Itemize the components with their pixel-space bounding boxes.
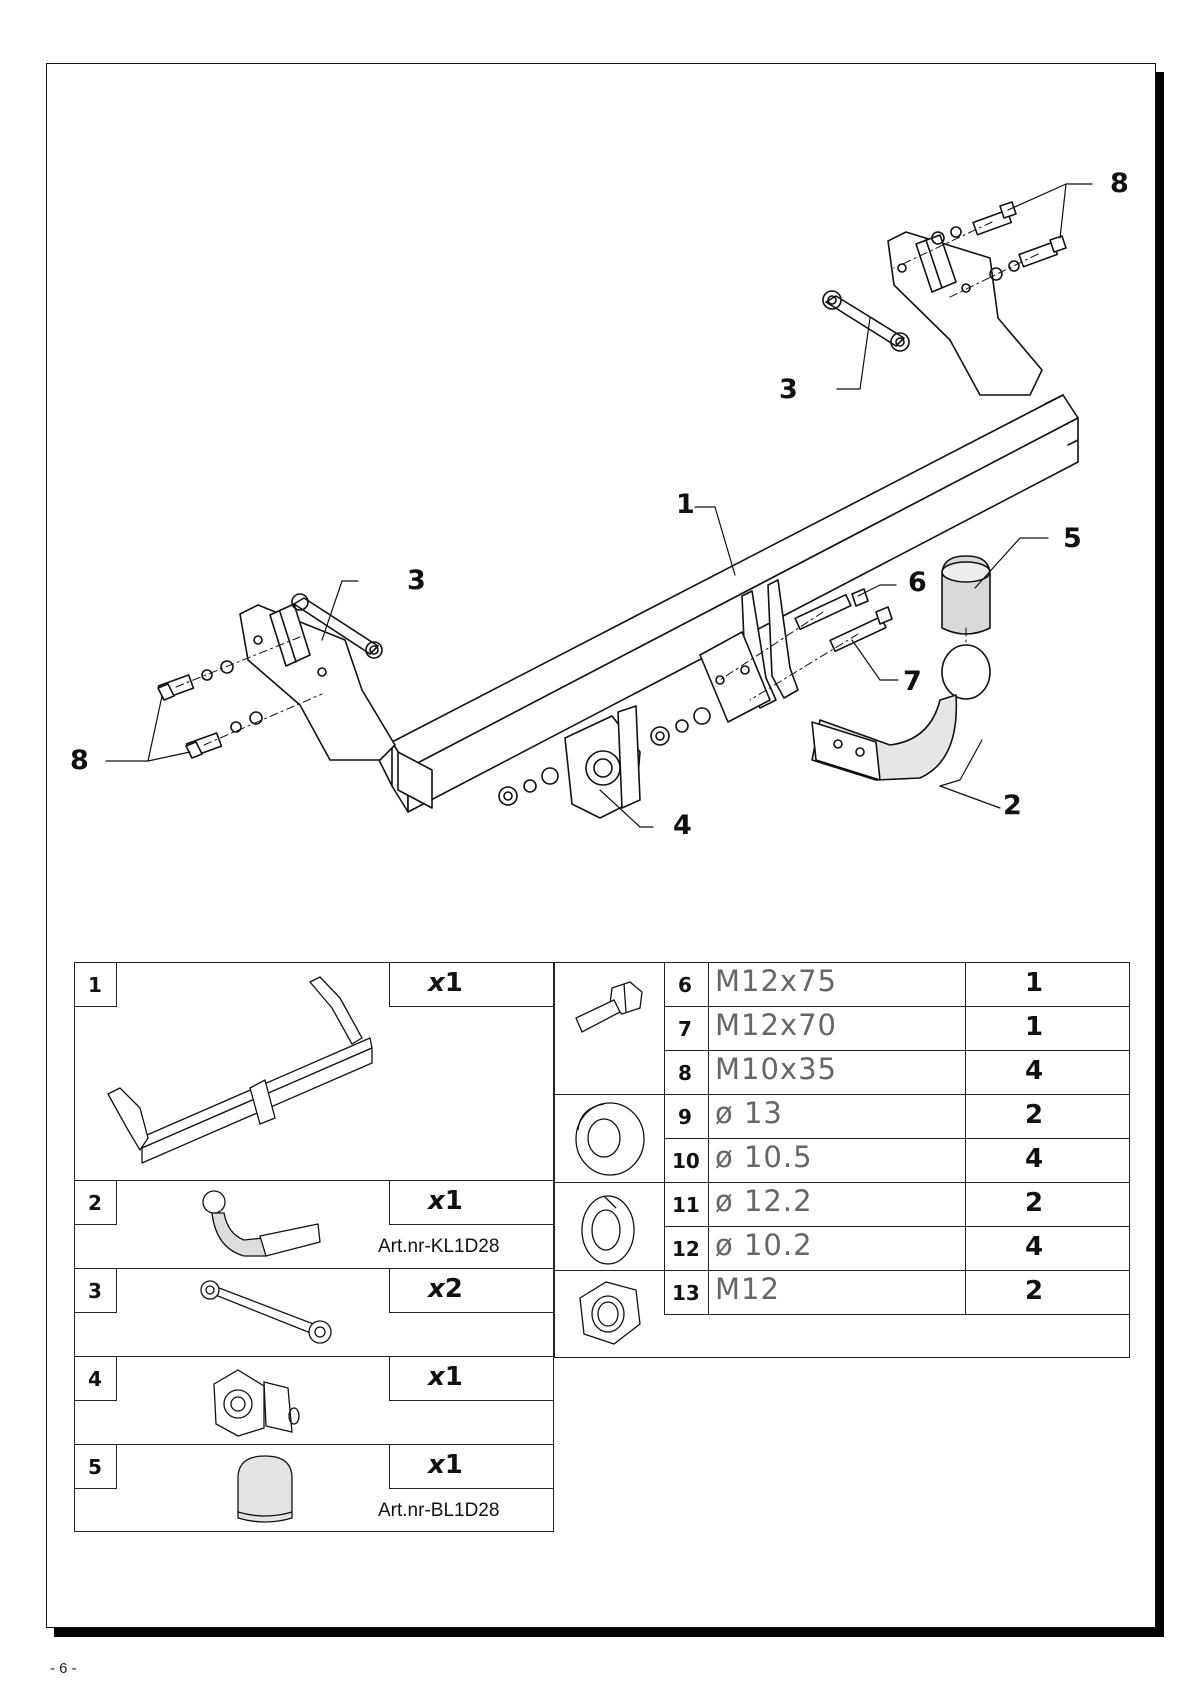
- washer-icon: [575, 1102, 645, 1176]
- part-quantity: 4: [1025, 1232, 1044, 1262]
- part-quantity: x1: [428, 1450, 463, 1480]
- part-number: 13: [672, 1281, 700, 1305]
- bolts-left-part-8: [157, 660, 263, 759]
- socket-plate-part-4: [564, 705, 641, 819]
- strap-left-part-3: [291, 593, 383, 659]
- callout-7: 7: [903, 666, 922, 697]
- callout-5: 5: [1063, 523, 1082, 554]
- part-spec: ø 10.2: [715, 1228, 813, 1262]
- part-number: 2: [88, 1191, 102, 1215]
- part-number: 11: [672, 1193, 700, 1217]
- callout-2: 2: [1003, 790, 1022, 821]
- part-quantity: 1: [1025, 1012, 1044, 1042]
- part-number: 9: [678, 1105, 692, 1129]
- part-number: 6: [678, 973, 692, 997]
- part-quantity: x1: [428, 1186, 463, 1216]
- towball-neck-part-2: [811, 644, 991, 781]
- callout-4: 4: [673, 810, 692, 841]
- part-spec: ø 13: [715, 1096, 783, 1130]
- part-spec: ø 12.2: [715, 1184, 813, 1218]
- part-spec: ø 10.5: [715, 1140, 813, 1174]
- part-spec: M12x70: [715, 1008, 837, 1042]
- towbar-exploded-drawing: [105, 183, 1093, 828]
- part-quantity: 2: [1025, 1100, 1044, 1130]
- callout-1: 1: [676, 489, 695, 520]
- callout-6: 6: [908, 567, 927, 598]
- socket-plate-thumbnail: [213, 1369, 300, 1437]
- callout-3-right: 3: [779, 374, 798, 405]
- part-spec: M12x75: [715, 964, 837, 998]
- part-number: 1: [88, 973, 102, 997]
- part-quantity: x1: [428, 1362, 463, 1392]
- part-number: 3: [88, 1279, 102, 1303]
- part-number: 10: [672, 1149, 700, 1173]
- spring-washer-icon: [581, 1195, 635, 1265]
- bolt-icon: [575, 981, 643, 1033]
- part-number: 8: [678, 1061, 692, 1085]
- right-bracket: [887, 231, 1043, 396]
- callout-8-right: 8: [1110, 168, 1129, 199]
- part-quantity: x2: [428, 1274, 463, 1304]
- part-quantity: 2: [1025, 1276, 1044, 1306]
- article-number: Art.nr-KL1D28: [378, 1236, 500, 1257]
- part-number: 5: [88, 1455, 102, 1479]
- page-number: - 6 -: [50, 1660, 77, 1677]
- part-quantity: 4: [1025, 1056, 1044, 1086]
- part-number: 12: [672, 1237, 700, 1261]
- left-bracket: [239, 603, 396, 761]
- part-quantity: 2: [1025, 1188, 1044, 1218]
- towball-neck-thumbnail: [202, 1190, 321, 1257]
- strap-thumbnail: [200, 1280, 332, 1344]
- callout-3-left: 3: [407, 565, 426, 596]
- part-spec: M12: [715, 1272, 780, 1306]
- part-quantity: x1: [428, 968, 463, 998]
- part-spec: M10x35: [715, 1052, 837, 1086]
- ball-cover-thumbnail: [237, 1455, 293, 1523]
- part-number: 7: [678, 1017, 692, 1041]
- part-quantity: 4: [1025, 1144, 1044, 1174]
- ball-cover-part-5: [941, 555, 991, 635]
- nuts-washers-center: [498, 707, 711, 806]
- hex-nut-icon: [579, 1281, 641, 1345]
- crossbar-thumbnail: [107, 976, 373, 1164]
- part-quantity: 1: [1025, 968, 1044, 998]
- part-number: 4: [88, 1367, 102, 1391]
- callout-8-left: 8: [70, 745, 89, 776]
- article-number: Art.nr-BL1D28: [378, 1500, 500, 1521]
- strap-right-part-3: [822, 290, 910, 352]
